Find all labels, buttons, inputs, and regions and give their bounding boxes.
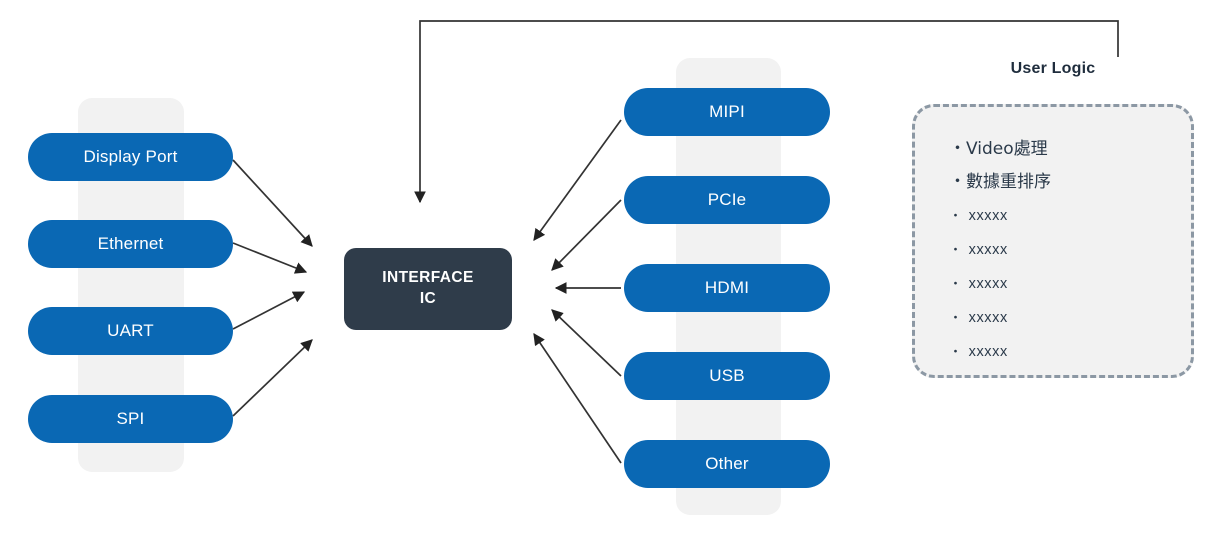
pill-label: MIPI: [709, 102, 745, 121]
wire-ethernet-to-ic: [232, 242, 308, 274]
interface-pill-spi[interactable]: SPI: [28, 395, 233, 443]
user-logic-item-label: xxxxx: [968, 310, 1008, 326]
user-logic-title: User Logic: [1010, 60, 1096, 77]
bullet-icon: ・: [949, 208, 963, 223]
interface-pill-pcie[interactable]: PCIe: [624, 176, 830, 224]
wire-uart-to-ic: [232, 291, 306, 330]
bullet-icon: ・: [949, 172, 966, 192]
interface-ic-line2: IC: [419, 290, 437, 307]
pill-label: PCIe: [707, 190, 747, 209]
pill-label: HDMI: [704, 278, 750, 297]
wire-display-port-to-ic: [232, 159, 313, 247]
interface-pill-other[interactable]: Other: [624, 440, 830, 488]
pill-label: Display Port: [83, 147, 178, 166]
interface-pill-mipi[interactable]: MIPI: [624, 88, 830, 136]
user-logic-item-label: 數據重排序: [966, 172, 1051, 192]
interface-pill-display-port[interactable]: Display Port: [28, 133, 233, 181]
user-logic-item-label: xxxxx: [968, 276, 1008, 292]
user-logic-list-item: ・數據重排序: [949, 166, 1191, 199]
user-logic-list-item: ・ xxxxx: [949, 267, 1191, 301]
bullet-icon: ・: [949, 242, 963, 257]
wire-pcie-to-ic: [551, 199, 622, 271]
bullet-icon: ・: [949, 276, 963, 291]
bullet-icon: ・: [949, 310, 963, 325]
user-logic-list-item: ・ xxxxx: [949, 199, 1191, 233]
user-logic-list-item: ・Video處理: [949, 133, 1191, 166]
pill-label: UART: [107, 321, 154, 340]
user-logic-item-label: xxxxx: [968, 208, 1008, 224]
user-logic-list-item: ・ xxxxx: [949, 335, 1191, 369]
user-logic-list-item: ・ xxxxx: [949, 301, 1191, 335]
bullet-icon: ・: [949, 139, 966, 159]
interface-pill-usb[interactable]: USB: [624, 352, 830, 400]
wire-other-to-ic: [533, 333, 622, 464]
bullet-icon: ・: [949, 344, 963, 359]
user-logic-list: ・Video處理・數據重排序・xxxxx・xxxxx・xxxxx・xxxxx・x…: [949, 133, 1191, 369]
wire-usb-to-ic: [551, 309, 622, 377]
interface-ic-block[interactable]: INTERFACE IC: [344, 248, 512, 330]
user-logic-item-label: Video處理: [966, 139, 1048, 159]
pill-label: Ethernet: [97, 234, 164, 253]
interface-pill-uart[interactable]: UART: [28, 307, 233, 355]
wire-mipi-to-ic: [533, 119, 622, 241]
user-logic-item-label: xxxxx: [968, 242, 1008, 258]
user-logic-list-item: ・ xxxxx: [949, 233, 1191, 267]
pill-label: USB: [709, 366, 745, 385]
wire-spi-to-ic: [232, 339, 313, 417]
pill-label: SPI: [116, 409, 145, 428]
user-logic-panel: ・Video處理・數據重排序・xxxxx・xxxxx・xxxxx・xxxxx・x…: [912, 104, 1194, 378]
interface-ic-line1: INTERFACE: [382, 269, 474, 287]
interface-pill-ethernet[interactable]: Ethernet: [28, 220, 233, 268]
interface-pill-hdmi[interactable]: HDMI: [624, 264, 830, 312]
user-logic-item-label: xxxxx: [968, 344, 1008, 360]
pill-label: Other: [705, 454, 749, 473]
